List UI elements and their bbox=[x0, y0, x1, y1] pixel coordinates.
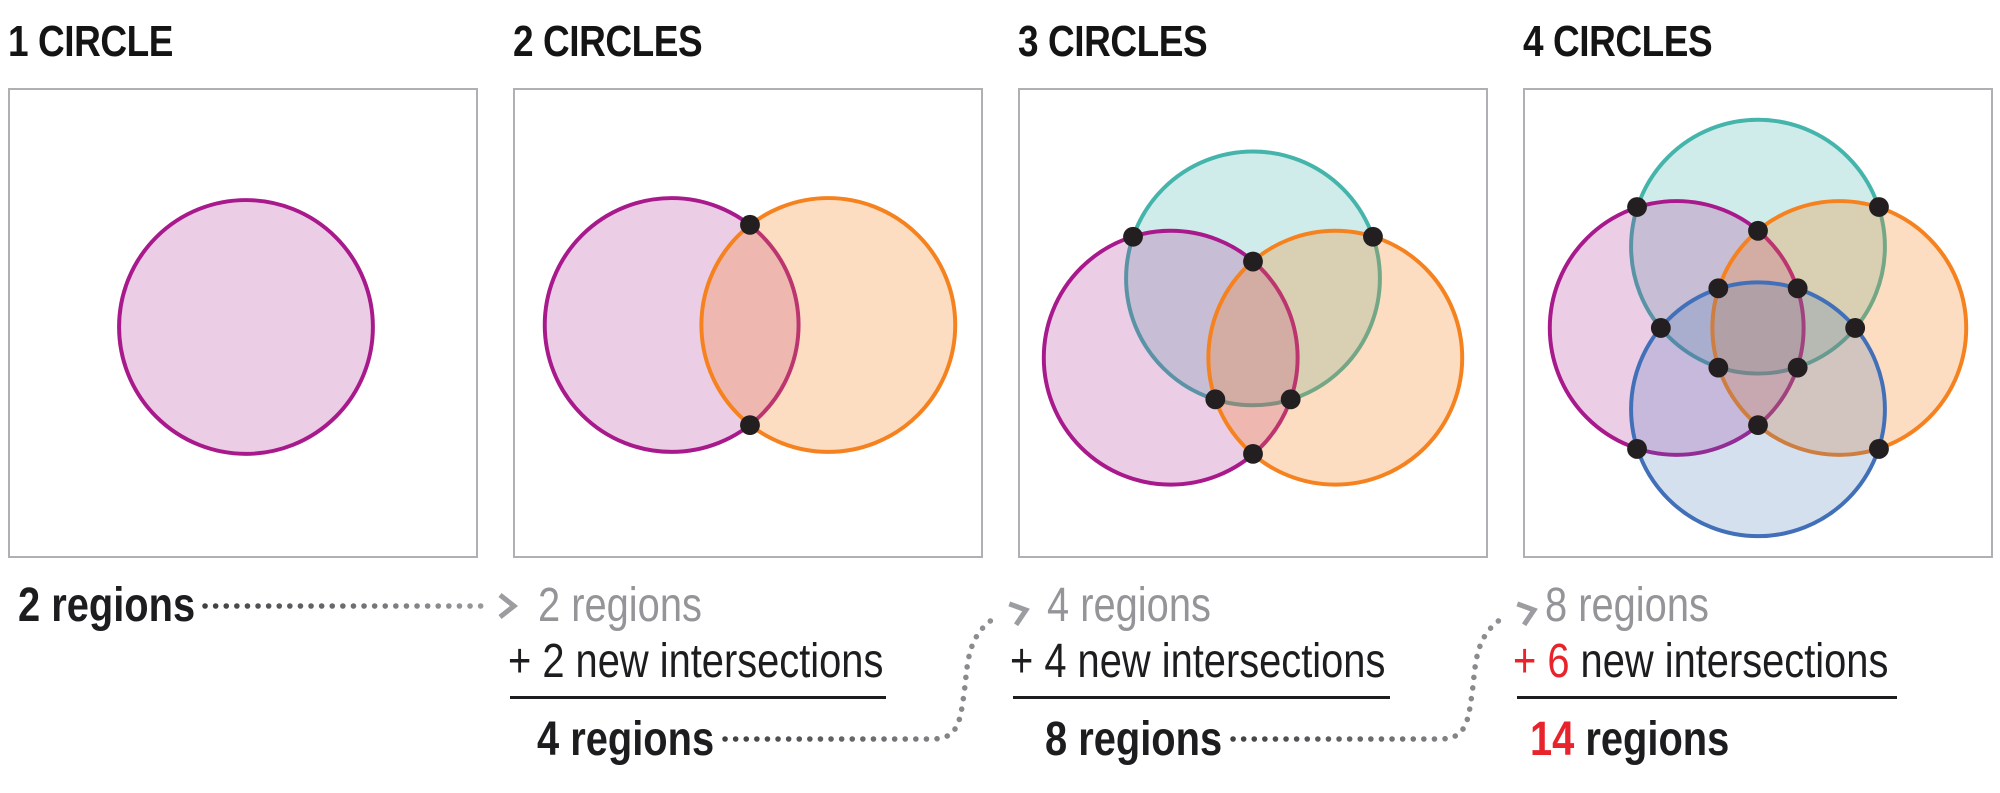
panel-svg-1 bbox=[117, 198, 375, 456]
plus-number: + 6 bbox=[1513, 635, 1570, 688]
orange-circle bbox=[1206, 228, 1465, 487]
plus-label: new intersections bbox=[1066, 635, 1386, 688]
magenta-circle bbox=[1547, 199, 1806, 457]
panel-3-circles bbox=[1018, 88, 1488, 558]
total-label: regions bbox=[1067, 713, 1223, 766]
total-label: regions bbox=[40, 579, 196, 632]
orange-circle bbox=[699, 196, 958, 454]
intersection-dot bbox=[1869, 197, 1889, 217]
intersection-dot bbox=[1845, 318, 1866, 338]
intersection-dot bbox=[1243, 443, 1263, 464]
panel-svg-3 bbox=[1041, 149, 1465, 487]
intersection-dot bbox=[1280, 389, 1301, 410]
intersection-dot bbox=[1627, 197, 1647, 217]
teal-circle bbox=[1629, 117, 1887, 376]
total-regions-1: 2 regions bbox=[18, 582, 195, 630]
blue-circle bbox=[1629, 280, 1887, 539]
total-label: regions bbox=[1574, 713, 1730, 766]
panel-1-circle bbox=[8, 88, 478, 558]
sum-rule-2 bbox=[510, 696, 886, 699]
arrow-head-icon bbox=[498, 593, 519, 619]
new-intersections-3: + 4 new intersections bbox=[1010, 638, 1385, 686]
arrow-1-to-2-icon bbox=[202, 593, 519, 619]
panel-title-2: 2 CIRCLES bbox=[513, 17, 703, 66]
teal-circle bbox=[1124, 149, 1382, 408]
total-number: 4 bbox=[537, 713, 560, 766]
panel-title-4: 4 CIRCLES bbox=[1523, 17, 1713, 66]
total-regions-2: 4 regions bbox=[537, 716, 714, 764]
plus-number: + 2 bbox=[508, 635, 565, 688]
carry-regions-3: 4 regions bbox=[1047, 579, 1211, 632]
total-number: 8 bbox=[1045, 713, 1068, 766]
carry-regions-2: 2 regions bbox=[538, 579, 702, 632]
intersection-dot bbox=[740, 214, 760, 235]
intersection-dot bbox=[1627, 439, 1647, 459]
plus-label: new intersections bbox=[564, 635, 884, 688]
panel-svg-4 bbox=[1547, 117, 1969, 539]
panel-4-circles bbox=[1523, 88, 1993, 558]
intersection-dot bbox=[740, 415, 760, 436]
intersection-dot bbox=[1787, 357, 1808, 378]
new-intersections-2: + 2 new intersections bbox=[508, 638, 883, 686]
plus-label: new intersections bbox=[1569, 635, 1889, 688]
panel-title-1: 1 CIRCLE bbox=[8, 17, 174, 66]
intersection-dot bbox=[1708, 278, 1729, 299]
intersection-dot bbox=[1869, 439, 1889, 459]
sum-rule-3 bbox=[1013, 696, 1390, 699]
total-number: 14 bbox=[1530, 713, 1575, 766]
orange-circle bbox=[1710, 199, 1969, 457]
intersection-dot bbox=[1708, 357, 1729, 378]
intersection-dot bbox=[1748, 220, 1768, 241]
plus-number: + 4 bbox=[1010, 635, 1067, 688]
panel-svg-2 bbox=[542, 196, 958, 454]
intersection-dot bbox=[1787, 278, 1808, 299]
intersection-dot bbox=[1650, 318, 1671, 338]
arrow-head-icon bbox=[1516, 601, 1538, 627]
intersection-dot bbox=[1363, 226, 1383, 247]
magenta-circle bbox=[542, 196, 801, 454]
panel-2-circles bbox=[513, 88, 983, 558]
magenta-circle bbox=[1041, 228, 1300, 487]
panel-title-3: 3 CIRCLES bbox=[1018, 17, 1208, 66]
carry-regions-4: 8 regions bbox=[1545, 579, 1709, 632]
arrow-head-icon bbox=[1008, 601, 1030, 627]
intersection-dot bbox=[1123, 226, 1143, 247]
intersection-dot bbox=[1748, 415, 1768, 436]
intersection-dot bbox=[1205, 389, 1226, 410]
intersection-dot bbox=[1243, 251, 1263, 272]
magenta-circle bbox=[117, 198, 375, 456]
new-intersections-4: + 6 new intersections bbox=[1513, 638, 1888, 686]
total-regions-3: 8 regions bbox=[1045, 716, 1222, 764]
sum-rule-4 bbox=[1517, 696, 1897, 699]
total-regions-4: 14 regions bbox=[1530, 716, 1729, 764]
total-number: 2 bbox=[18, 579, 41, 632]
total-label: regions bbox=[559, 713, 715, 766]
